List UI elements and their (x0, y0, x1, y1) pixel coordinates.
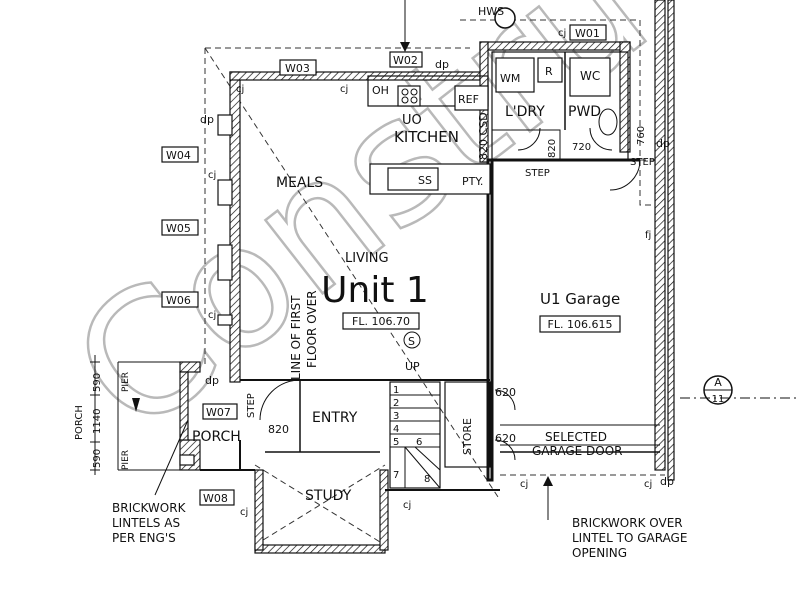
garage-floor-level: FL. 106.615 (548, 318, 613, 331)
hws-label: HWS (478, 5, 504, 18)
window-tags: W01 W02 W03 W04 W05 W06 W07 W08 (161, 24, 607, 506)
cj-label-7: cj (403, 500, 411, 511)
dp-label-4: dp (656, 137, 670, 150)
pier-label-2: PIER (121, 450, 131, 470)
dp-label-2: dp (200, 113, 214, 126)
up-label: UP (405, 360, 420, 373)
cj-label-2: cj (340, 84, 348, 95)
brick-lintel-note-2: LINTELS AS (112, 516, 180, 530)
uo-label: UO (402, 113, 422, 128)
brick-over-note-3: OPENING (572, 546, 627, 560)
stair-number-6: 6 (416, 437, 422, 448)
window-w06: W06 (166, 294, 191, 307)
cj-label-4: cj (208, 170, 216, 181)
small-annotations: dp dp dp dp dp cj cj cj cj cj cj cj cj c… (74, 28, 674, 518)
stair-number-1: 1 (393, 385, 399, 396)
door-swings (259, 159, 641, 461)
dim-590-bottom: 590 (92, 449, 103, 468)
meals-label: MEALS (276, 175, 323, 191)
stair-number-2: 2 (393, 398, 399, 409)
window-w01: W01 (575, 27, 600, 40)
pier-label-1: PIER (121, 372, 131, 392)
brick-over-note-2: LINTEL TO GARAGE (572, 531, 687, 545)
step-label-2: STEP (630, 157, 655, 168)
brick-over-note-1: BRICKWORK OVER (572, 516, 683, 530)
porch-dimensions (90, 355, 180, 475)
step-label-3: STEP (246, 393, 257, 418)
ldry-label: L'DRY (505, 104, 545, 120)
r-label: R (545, 65, 553, 78)
window-w07: W07 (206, 406, 231, 419)
brick-lintel-note-3: PER ENG'S (112, 531, 176, 545)
porch-dim-label: PORCH (74, 405, 85, 440)
window-w08: W08 (203, 492, 228, 505)
window-w02: W02 (393, 54, 418, 67)
window-w04: W04 (166, 149, 191, 162)
section-number-label: 11 (712, 394, 725, 405)
kitchen-label: KITCHEN (394, 128, 459, 146)
laundry-fixtures (491, 7, 629, 161)
dim-620-2: 620 (495, 432, 516, 445)
stairs (389, 381, 441, 489)
left-wall-windows (179, 114, 233, 466)
stair-number-7: 7 (393, 470, 399, 481)
dp-label-5: dp (660, 475, 674, 488)
fj-label: fj (645, 230, 651, 241)
section-mark-label: A (714, 376, 722, 389)
garage-label: U1 Garage (540, 290, 620, 308)
window-w05: W05 (166, 222, 191, 235)
study-label: STUDY (305, 488, 352, 504)
dim-820-laundry: 820 (547, 139, 558, 158)
smoke-detector-label: S (408, 335, 415, 348)
unit-fl-box (342, 312, 420, 330)
leader-lines (154, 0, 553, 520)
store-label: STORE (461, 418, 474, 455)
ref-label: REF (458, 93, 479, 106)
cj-label-1: cj (236, 84, 244, 95)
dim-590-top: 590 (92, 373, 103, 392)
first-floor-outline (204, 19, 665, 546)
dp-label-1: dp (435, 58, 449, 71)
cj-label-5: cj (208, 310, 216, 321)
wm-label: WM (500, 72, 520, 85)
csd-label: 820 CSD (477, 112, 490, 160)
unit-title: Unit 1 (321, 270, 429, 311)
dim-1140: 1140 (92, 409, 103, 434)
dim-620-1: 620 (495, 386, 516, 399)
stair-number-3: 3 (393, 411, 399, 422)
stair-number-5: 5 (393, 437, 399, 448)
ss-label: SS (418, 174, 432, 187)
dim-820-entry: 820 (268, 423, 289, 436)
cj-label-6: cj (240, 507, 248, 518)
notes: SELECTED GARAGE DOOR BRICKWORK LINTELS A… (112, 430, 687, 560)
porch-label: PORCH (192, 429, 241, 445)
window-w03: W03 (285, 62, 310, 75)
garage-door-note-2: GARAGE DOOR (532, 444, 623, 458)
garage-door-note-1: SELECTED (545, 430, 607, 444)
cj-label-9: cj (644, 479, 652, 490)
cj-label-8: cj (520, 479, 528, 490)
dp-label-3: dp (205, 374, 219, 387)
line-first-floor-label: LINE OF FIRST (289, 295, 303, 380)
living-label: LIVING (345, 251, 389, 266)
pty-label: PTY. (462, 175, 483, 188)
entry-label: ENTRY (312, 410, 358, 426)
step-label-1: STEP (525, 168, 550, 179)
kitchen-fixtures (367, 75, 491, 195)
garage-fl-box (539, 315, 621, 333)
stair-number-4: 4 (393, 424, 399, 435)
brick-lintel-note-1: BRICKWORK (112, 501, 187, 515)
cj-label-3: cj (558, 28, 566, 39)
dim-720: 720 (572, 142, 591, 153)
oh-label: OH (372, 84, 389, 97)
pwd-label: PWD (568, 104, 601, 120)
section-marker: A 11 (680, 375, 800, 405)
unit-floor-level: FL. 106.70 (352, 315, 410, 328)
stair-number-8: 8 (424, 474, 430, 485)
wc-label: WC (580, 69, 600, 83)
dim-760: 760 (636, 126, 647, 145)
floor-over-label: FLOOR OVER (305, 290, 319, 368)
